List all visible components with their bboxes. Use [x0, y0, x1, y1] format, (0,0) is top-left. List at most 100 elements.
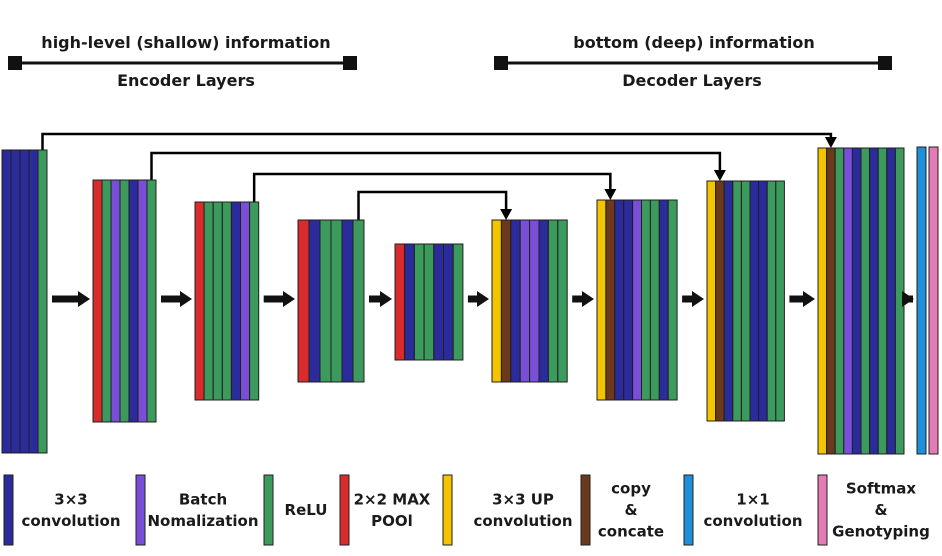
layer-conv — [623, 199, 634, 401]
layer-relu — [860, 147, 871, 455]
layer-conv — [510, 219, 521, 383]
layer-batchnorm — [843, 147, 853, 455]
layer-conv — [28, 149, 39, 454]
encoder-bottom-label: Encoder Layers — [117, 71, 255, 90]
layer-relu — [221, 201, 232, 401]
legend-swatch — [263, 474, 274, 546]
layer-conv — [10, 149, 21, 454]
block-dec3 — [706, 180, 785, 422]
legend-label: 3×3 UP — [492, 490, 554, 508]
layer-conv — [128, 179, 139, 423]
layer-conv — [308, 219, 321, 383]
skip-connection-line — [252, 172, 612, 202]
legend-label: ReLU — [285, 501, 328, 519]
layer-maxpool — [394, 243, 406, 361]
layer-conv — [1, 149, 12, 454]
flow-arrow-shaft — [369, 295, 381, 303]
flow-arrowhead — [380, 291, 392, 307]
legend-swatch — [817, 474, 828, 546]
layer-relu — [423, 243, 435, 361]
layer-conv — [851, 147, 862, 455]
flow-arrowhead — [180, 291, 192, 307]
legend-label: 2×2 MAX — [354, 490, 431, 508]
layer-relu — [877, 147, 888, 455]
layer-batchnorm — [519, 219, 531, 383]
block-bottleneck — [394, 243, 464, 361]
skip-connections — [41, 132, 837, 220]
legend-label: & — [624, 501, 637, 519]
legend-label: & — [874, 501, 887, 519]
legend-item-relu: ReLU — [263, 474, 328, 546]
layer-conv — [443, 243, 454, 361]
layer-batchnorm — [240, 201, 251, 401]
legend-item-softmax: Softmax&Genotyping — [817, 474, 930, 546]
layer-conv — [886, 147, 896, 455]
legend-label: 1×1 — [736, 490, 769, 508]
legend-label: concate — [598, 523, 664, 541]
layer-relu — [649, 199, 660, 401]
layer-conv — [433, 243, 444, 361]
legend-label: convolution — [473, 512, 572, 530]
legend-item-concat: copy & concate — [580, 474, 664, 546]
layer-maxpool — [194, 201, 205, 401]
legend-label: convolution — [703, 512, 802, 530]
legend-swatch — [442, 474, 453, 546]
layer-relu — [119, 179, 130, 423]
flow-arrowhead — [582, 291, 594, 307]
legend-label: Genotyping — [832, 523, 930, 541]
layer-maxpool — [92, 179, 103, 423]
legend-label: POOl — [371, 512, 413, 530]
decoder-bar-left-cap — [494, 56, 508, 70]
layer-concat — [500, 219, 512, 383]
legend-swatch — [3, 474, 14, 546]
flow-arrow-shaft — [467, 295, 478, 303]
layer-batchnorm — [632, 199, 642, 401]
flow-arrow-shaft — [263, 295, 284, 303]
legend-label: copy — [611, 480, 651, 498]
layer-conv — [230, 201, 241, 401]
encoder-bar-right-cap — [343, 56, 357, 70]
layer-conv — [869, 147, 879, 455]
block-enc3 — [194, 201, 260, 401]
decoder-top-label: bottom (deep) information — [573, 33, 814, 52]
network-blocks — [1, 146, 939, 455]
flow-arrow-shaft — [789, 295, 804, 303]
layer-upconv — [706, 180, 717, 422]
layer-relu — [452, 243, 464, 361]
layer-relu — [740, 180, 751, 422]
layer-conv — [341, 219, 354, 383]
layer-upconv — [491, 219, 502, 383]
flow-arrowhead — [283, 291, 295, 307]
layer-maxpool — [297, 219, 310, 383]
layer-relu — [101, 179, 112, 423]
layer-upconv — [596, 199, 607, 401]
block-output — [916, 146, 939, 455]
block-enc4 — [297, 219, 365, 383]
layer-conv — [749, 180, 760, 422]
layer-relu — [413, 243, 425, 361]
layer-batchnorm — [529, 219, 540, 383]
skip-connection-line — [41, 132, 833, 150]
skip-connection-line — [357, 190, 508, 220]
legend-swatch — [135, 474, 146, 546]
legend-item-maxpool: 2×2 MAX POOl — [339, 474, 431, 546]
decoder-header: bottom (deep) information Decoder Layers — [494, 33, 892, 90]
layer-relu — [146, 179, 157, 423]
flow-arrow-shaft — [572, 295, 583, 303]
layer-conv — [658, 199, 669, 401]
skip-arrowhead — [824, 137, 837, 148]
block-enc2 — [92, 179, 157, 423]
layer-conv1x1 — [916, 146, 927, 455]
decoder-bottom-label: Decoder Layers — [622, 71, 762, 90]
block-dec1 — [491, 219, 568, 383]
layer-conv — [614, 199, 625, 401]
skip-connection-line — [150, 151, 722, 180]
skip-arrowhead — [713, 170, 726, 181]
encoder-top-label: high-level (shallow) information — [41, 33, 330, 52]
flow-arrow-shaft — [682, 295, 693, 303]
flow-arrowhead — [803, 291, 815, 307]
legend-swatch — [339, 474, 350, 546]
layer-relu — [249, 201, 260, 401]
